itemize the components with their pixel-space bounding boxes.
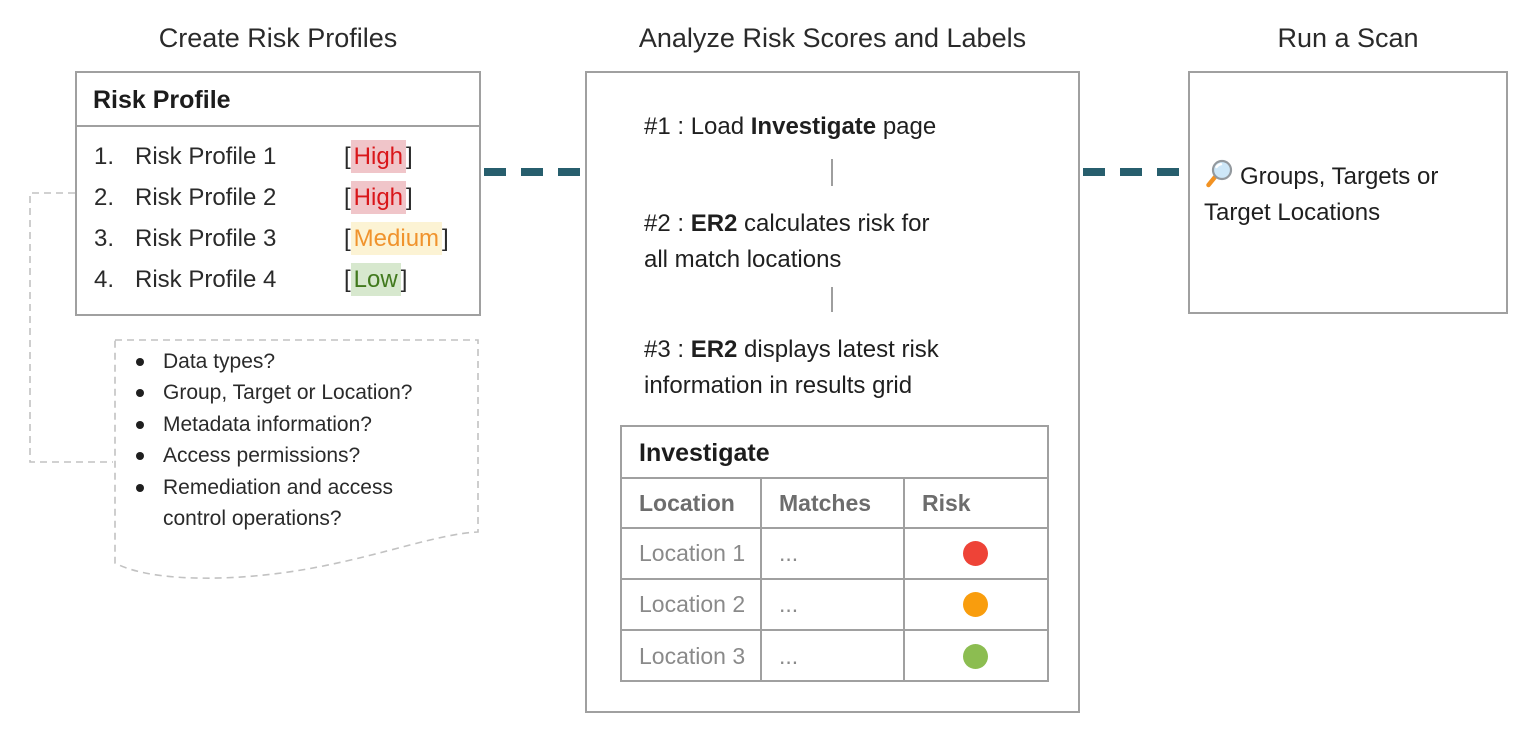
bracket-open: [ bbox=[344, 184, 351, 211]
cell-location: Location 3 bbox=[622, 631, 762, 682]
cell-location: Location 2 bbox=[622, 580, 762, 631]
bracket-open: [ bbox=[344, 225, 351, 252]
grid-header-row: Location Matches Risk bbox=[622, 479, 1047, 529]
item-name: Risk Profile 3 bbox=[135, 225, 277, 252]
risk-level: [High] bbox=[344, 136, 413, 177]
cell-matches: ... bbox=[762, 580, 905, 631]
bracket-open: [ bbox=[344, 266, 351, 293]
column-header-risk: Risk bbox=[905, 479, 1047, 529]
section-title-analyze-risk: Analyze Risk Scores and Labels bbox=[638, 23, 1027, 53]
note-bullet: Access permissions? bbox=[135, 440, 465, 471]
bracket-close: ] bbox=[406, 184, 413, 211]
bracket-close: ] bbox=[406, 143, 413, 170]
item-name: Risk Profile 2 bbox=[135, 184, 277, 211]
risk-level-badge: Medium bbox=[350, 222, 443, 255]
risk-level-badge: High bbox=[350, 140, 407, 173]
risk-level: [Medium] bbox=[344, 218, 449, 259]
cell-risk bbox=[905, 631, 1047, 682]
run-scan-content: Groups, Targets or Target Locations bbox=[1204, 159, 1502, 231]
step-text: #1 : Load bbox=[644, 113, 751, 140]
note-bullet: Metadata information? bbox=[135, 409, 465, 440]
step-text-bold: ER2 bbox=[690, 210, 738, 237]
risk-level-badge: High bbox=[350, 181, 407, 214]
cell-matches: ... bbox=[762, 631, 905, 682]
step-text: page bbox=[876, 113, 937, 140]
bracket-open: [ bbox=[344, 143, 351, 170]
risk-profile-item: 3. Risk Profile 3 [Medium] bbox=[77, 218, 479, 259]
risk-level: [High] bbox=[344, 177, 413, 218]
bracket-close: ] bbox=[400, 266, 408, 293]
cell-location: Location 1 bbox=[622, 529, 762, 580]
run-scan-panel: Groups, Targets or Target Locations bbox=[1188, 71, 1508, 314]
table-row: Location 3 ... bbox=[622, 631, 1047, 682]
item-number: 3. bbox=[94, 225, 115, 252]
note-bullet: Data types? bbox=[135, 346, 465, 377]
step-text-bold: Investigate bbox=[750, 113, 877, 140]
section-title-create-risk-profiles: Create Risk Profiles bbox=[158, 23, 398, 53]
step-3: #3 : ER2 displays latest risk informatio… bbox=[644, 332, 1074, 404]
cell-risk bbox=[905, 580, 1047, 631]
risk-dot-medium bbox=[963, 592, 988, 617]
column-header-matches: Matches bbox=[762, 479, 905, 529]
cell-risk bbox=[905, 529, 1047, 580]
note-bullet: Remediation and access control operation… bbox=[135, 472, 465, 535]
grid-title: Investigate bbox=[622, 427, 1047, 479]
magnifying-glass-icon bbox=[1206, 159, 1233, 188]
bracket-close: ] bbox=[442, 225, 449, 252]
run-scan-text: Groups, Targets or Target Locations bbox=[1204, 163, 1439, 226]
risk-level-badge: Low bbox=[350, 263, 401, 296]
item-number: 4. bbox=[94, 266, 115, 293]
risk-profile-item: 1. Risk Profile 1 [High] bbox=[77, 136, 479, 177]
step-text-bold: ER2 bbox=[690, 336, 738, 363]
risk-profile-panel: Risk Profile 1.Risk Profile 1 [High] 2.R… bbox=[75, 71, 481, 316]
risk-profile-panel-header: Risk Profile bbox=[77, 73, 479, 127]
item-number: 2. bbox=[94, 184, 115, 211]
risk-profile-item: 2. Risk Profile 2 [High] bbox=[77, 177, 479, 218]
column-header-location: Location bbox=[622, 479, 762, 529]
step-text: displays latest risk information in resu… bbox=[644, 336, 939, 399]
table-row: Location 2 ... bbox=[622, 580, 1047, 631]
item-name: Risk Profile 4 bbox=[135, 266, 277, 293]
table-row: Location 1 ... bbox=[622, 529, 1047, 580]
item-number: 1. bbox=[94, 143, 115, 170]
step-text: calculates risk for all match locations bbox=[644, 210, 930, 273]
step-2: #2 : ER2 calculates risk for all match l… bbox=[644, 206, 1074, 278]
investigate-results-grid: Investigate Location Matches Risk Locati… bbox=[620, 425, 1049, 682]
risk-dot-high bbox=[963, 541, 988, 566]
risk-level: [Low] bbox=[344, 259, 407, 300]
section-title-run-a-scan: Run a Scan bbox=[1277, 23, 1419, 53]
step-1: #1 : Load Investigate page bbox=[644, 109, 1074, 145]
risk-dot-low bbox=[963, 644, 988, 669]
step-text: #2 : bbox=[644, 210, 691, 237]
note-bullet: Group, Target or Location? bbox=[135, 377, 465, 408]
item-name: Risk Profile 1 bbox=[135, 143, 277, 170]
cell-matches: ... bbox=[762, 529, 905, 580]
risk-profile-list: 1.Risk Profile 1 [High] 2.Risk Profile 2… bbox=[77, 136, 479, 300]
risk-profile-item: 4. Risk Profile 4 [Low] bbox=[77, 259, 479, 300]
step-text: #3 : bbox=[644, 336, 691, 363]
risk-profile-questions-note: Data types? Group, Target or Location? M… bbox=[135, 346, 465, 534]
analyze-steps-panel: #1 : Load Investigate page #2 : ER2 calc… bbox=[585, 71, 1080, 713]
